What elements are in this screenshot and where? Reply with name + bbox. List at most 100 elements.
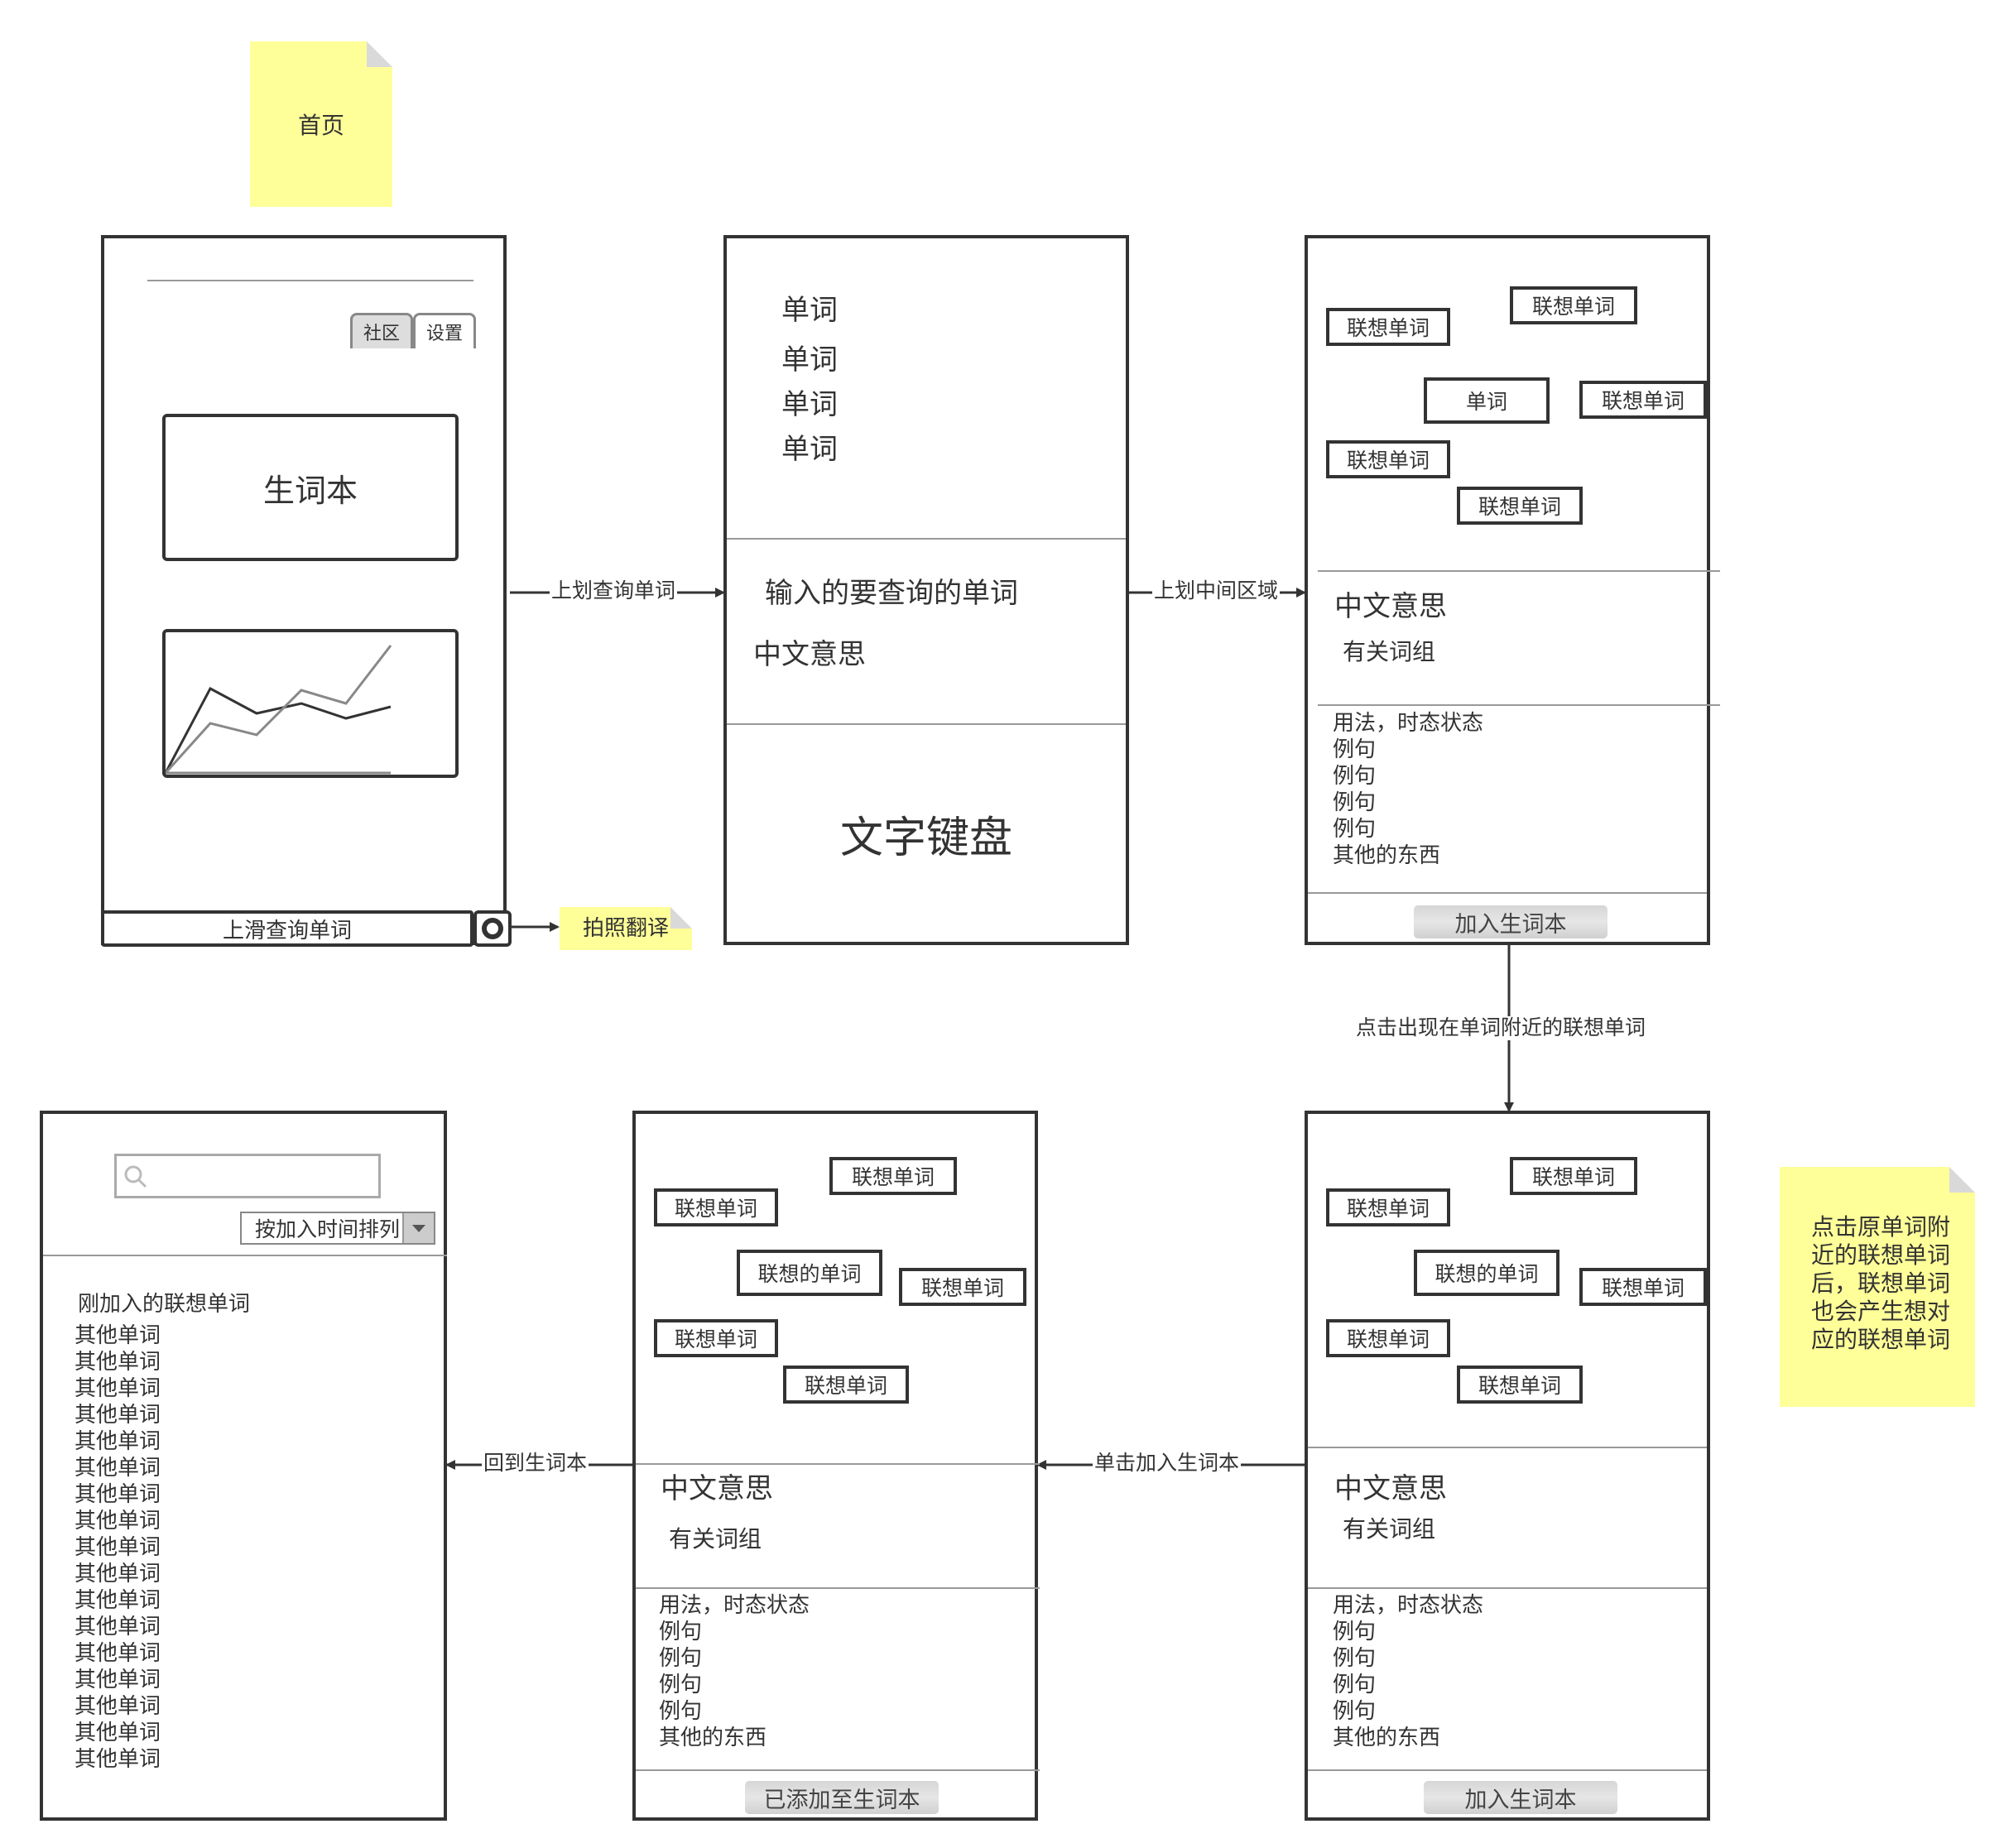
assoc-word-node[interactable]: 联想单词 [654,1319,778,1357]
assoc-word-node[interactable]: 联想单词 [1579,381,1707,419]
usage-line: 例句 [1333,1646,1377,1671]
assoc-word-node[interactable]: 联想单词 [1510,1157,1637,1195]
list-item[interactable]: 其他单词 [74,1747,161,1772]
word-item[interactable]: 单词 [781,343,838,377]
assoc-word-node[interactable]: 联想单词 [1457,487,1583,525]
assoc-word-node[interactable]: 联想单词 [654,1188,778,1226]
list-item[interactable]: 其他单词 [74,1429,161,1454]
vocab-card[interactable]: 生词本 [162,414,459,561]
usage-line: 例句 [1333,737,1377,762]
note-fold-corner [1949,1167,1975,1193]
progress-chart [162,629,459,778]
assoc-word-node[interactable]: 联想单词 [1326,440,1450,478]
search-input[interactable] [114,1154,381,1198]
list-item[interactable]: 其他单词 [74,1721,161,1745]
assoc-word-node[interactable]: 联想单词 [1326,1319,1450,1357]
assoc-word-node[interactable]: 联想单词 [899,1268,1026,1306]
list-item[interactable]: 其他单词 [74,1323,161,1348]
side-note-text: 点击原单词附近的联想单词后，联想单词也会产生想对应的联想单词 [1810,1213,1950,1353]
word-detail-screen [1305,235,1710,945]
detail1-meaning: 中文意思 [1334,590,1447,623]
usage-line: 例句 [1333,1673,1377,1697]
list-item[interactable]: 其他单词 [74,1668,161,1692]
usage-line: 例句 [1333,1699,1377,1724]
assoc-word-node[interactable]: 联想单词 [783,1366,909,1404]
text-keyboard[interactable]: 文字键盘 [839,814,1012,863]
list-item[interactable]: 其他单词 [74,1482,161,1507]
other-words-list: 其他单词 其他单词 其他单词 其他单词 其他单词 其他单词 其他单词 其他单词 … [74,1322,161,1773]
detail3-divider-2 [636,1587,1040,1589]
search-meaning: 中文意思 [753,638,866,671]
usage-line: 例句 [1333,1620,1377,1644]
edge-label-back-vocab: 回到生词本 [482,1451,589,1476]
assoc-word-node[interactable]: 联想单词 [1579,1268,1707,1306]
word-item[interactable]: 单词 [781,433,838,466]
usage-line: 用法，时态状态 [659,1593,810,1618]
chevron-down-icon [402,1213,434,1243]
detail3-meaning: 中文意思 [661,1472,773,1505]
assoc-word-node[interactable]: 联想单词 [1326,1188,1450,1226]
photo-translate-note: 拍照翻译 [560,907,692,950]
list-item[interactable]: 其他单词 [74,1456,161,1481]
usage-line: 其他的东西 [1333,1726,1441,1750]
swipe-query-bar[interactable]: 上滑查询单词 [101,910,473,947]
assoc-word-node[interactable]: 联想单词 [829,1157,957,1195]
center-word-node[interactable]: 联想的单词 [737,1250,882,1296]
search-screen: 单词 单词 单词 单词 输入的要查询的单词 中文意思 文字键盘 [723,235,1129,945]
word-item[interactable]: 单词 [781,388,838,421]
search-divider-1 [727,538,1126,540]
sort-dropdown-value: 按加入时间排列 [255,1217,401,1241]
center-word-node[interactable]: 联想的单词 [1414,1250,1559,1296]
detail3-divider-1 [636,1463,1040,1465]
added-to-vocab-button[interactable]: 已添加至生词本 [745,1781,939,1814]
center-word-node[interactable]: 单词 [1424,377,1550,424]
list-item[interactable]: 其他单词 [74,1403,161,1428]
edge-label-click-assoc: 点击出现在单词附近的联想单词 [1354,1015,1648,1040]
list-item[interactable]: 其他单词 [74,1588,161,1613]
detail1-phrases: 有关词组 [1343,638,1436,665]
vocab-card-label: 生词本 [262,472,358,509]
home-note-text: 首页 [297,112,344,139]
tab-settings[interactable]: 设置 [413,313,476,348]
search-icon [124,1165,147,1188]
camera-icon [482,918,503,939]
tab-settings-label: 设置 [425,324,463,344]
detail2-divider-2 [1308,1587,1707,1589]
list-item[interactable]: 其他单词 [74,1615,161,1639]
list-item[interactable]: 其他单词 [74,1350,161,1375]
detail1-usage-list: 用法，时态状态 例句 例句 例句 例句 其他的东西 [1333,710,1483,869]
add-to-vocab-button[interactable]: 加入生词本 [1414,905,1608,938]
add-to-vocab-button[interactable]: 加入生词本 [1424,1781,1617,1814]
detail3-phrases: 有关词组 [669,1525,762,1553]
photo-translate-text: 拍照翻译 [583,916,670,941]
word-item[interactable]: 单词 [781,294,838,327]
list-item[interactable]: 其他单词 [74,1641,161,1666]
list-item[interactable]: 其他单词 [74,1535,161,1560]
usage-line: 例句 [659,1699,703,1724]
list-item[interactable]: 其他单词 [74,1376,161,1401]
search-input[interactable]: 输入的要查询的单词 [765,577,1018,610]
note-fold-corner [670,907,692,929]
list-item[interactable]: 其他单词 [74,1509,161,1534]
detail3-divider-3 [636,1769,1040,1771]
list-item[interactable]: 其他单词 [74,1694,161,1719]
usage-line: 例句 [659,1620,703,1644]
usage-line: 其他的东西 [1333,843,1441,868]
list-divider [43,1255,447,1256]
chart-lines [166,645,392,775]
detail2-phrases: 有关词组 [1343,1515,1436,1543]
edge-label-click-add: 单击加入生词本 [1093,1451,1242,1476]
usage-line: 例句 [1333,764,1377,789]
usage-line: 用法，时态状态 [1333,1593,1484,1618]
tab-community[interactable]: 社区 [350,313,413,348]
detail2-divider-3 [1308,1769,1707,1771]
assoc-word-node[interactable]: 联想单词 [1457,1366,1583,1404]
list-item[interactable]: 其他单词 [74,1562,161,1586]
usage-line: 用法，时态状态 [1333,711,1484,736]
usage-line: 例句 [659,1646,703,1671]
camera-button[interactable] [473,910,512,947]
newly-added-item[interactable]: 刚加入的联想单词 [78,1292,251,1317]
sort-dropdown[interactable]: 按加入时间排列 [240,1212,435,1245]
assoc-word-node[interactable]: 联想单词 [1510,286,1637,324]
assoc-word-node[interactable]: 联想单词 [1326,308,1450,346]
